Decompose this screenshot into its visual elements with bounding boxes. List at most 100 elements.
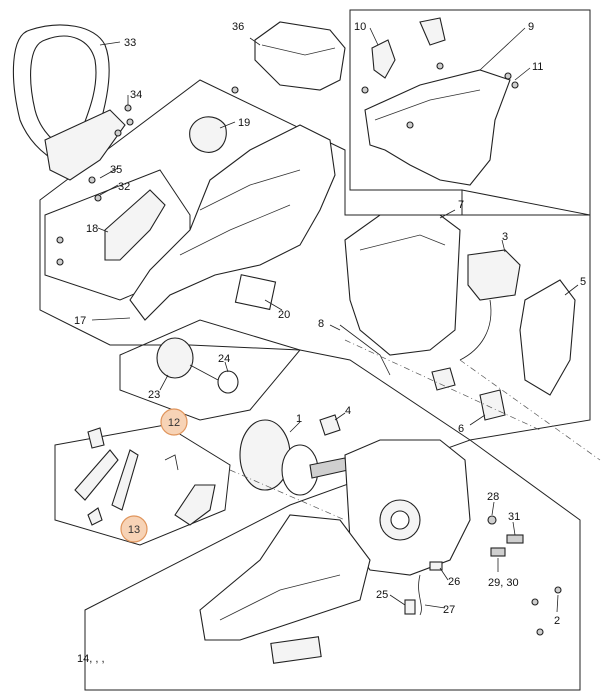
clip-10-part [371, 39, 396, 79]
assembly-line-1 [229, 469, 346, 521]
callout-31: 31 [508, 511, 520, 523]
callout-23: 23 [148, 389, 160, 401]
screw-2a-part [531, 598, 539, 606]
rear-housing-detail [374, 89, 481, 121]
connector-6b-part [431, 367, 456, 391]
callout-4: 4 [345, 405, 351, 417]
bottom-housing-part [199, 514, 371, 641]
throttle-spring-part [87, 507, 103, 526]
baffle-5-part [519, 279, 576, 396]
callout-29-30: 29, 30 [488, 577, 519, 589]
clip-10b-part [419, 17, 446, 46]
callout-28: 28 [487, 491, 499, 503]
screw-19-part [231, 86, 239, 94]
main-housing-rib-1 [179, 204, 291, 256]
fan-shroud-detail [359, 234, 446, 251]
group-frame-17 [39, 79, 591, 441]
callout-12-highlight[interactable]: 12 [160, 408, 188, 436]
assembly-line-3 [459, 359, 601, 461]
side-cover-18-part [104, 189, 166, 261]
callout-1: 1 [296, 413, 302, 425]
highlight-circle-12 [160, 408, 188, 436]
top-cover-part [254, 21, 346, 91]
warning-label-20-part [234, 274, 277, 311]
callout-7: 7 [458, 199, 464, 211]
callout-6: 6 [458, 423, 464, 435]
screw-9a-part [436, 62, 444, 70]
callout-13: 13 [128, 524, 140, 536]
highlight-circle-13 [120, 515, 148, 543]
callout-3: 3 [502, 231, 508, 243]
callout-9: 9 [528, 21, 534, 33]
bottom-housing-detail [219, 574, 341, 621]
fan-shroud-part [344, 214, 461, 356]
clip-4-part [319, 414, 341, 436]
callout-24: 24 [218, 353, 230, 365]
bolt-31-part [506, 534, 524, 544]
callout-25: 25 [376, 589, 388, 601]
bolt-29-part [490, 547, 506, 557]
callout-35: 35 [110, 164, 122, 176]
callout-11: 11 [532, 61, 543, 73]
oil-pump-23-part [156, 337, 194, 379]
assembly-line-2 [344, 339, 541, 431]
group-frame-14 [84, 439, 581, 691]
callout-2: 2 [554, 615, 560, 627]
screw-9c-part [406, 121, 414, 129]
callout-12: 12 [168, 417, 180, 429]
callout-14: 14, , , [77, 653, 105, 665]
callout-20: 20 [278, 309, 290, 321]
ignition-lead-part [459, 299, 492, 361]
callout-13-highlight[interactable]: 13 [120, 515, 148, 543]
callout-8: 8 [318, 318, 324, 330]
fitting-26-part [429, 561, 443, 571]
screw-11b-part [511, 81, 519, 89]
fitting-25-part [404, 599, 416, 615]
callout-26: 26 [448, 576, 460, 588]
connector-6-part [479, 389, 506, 421]
screw-9b-part [361, 86, 369, 94]
group-frame-23 [119, 319, 301, 421]
callout-5: 5 [580, 276, 586, 288]
flywheel-part [239, 419, 291, 491]
screw-34b-part [126, 118, 134, 126]
sleeve-28-part [487, 515, 497, 525]
throttle-interlock-part [174, 484, 216, 526]
callout-18: 18 [86, 223, 98, 235]
screw-34c-part [114, 129, 122, 137]
throttle-trigger-part [74, 449, 119, 501]
callout-19: 19 [238, 117, 250, 129]
callout-36: 36 [232, 21, 244, 33]
screw-32b-part [56, 258, 64, 266]
callout-33: 33 [124, 37, 136, 49]
handlebar-mount-part [44, 109, 126, 181]
screw-35-part [88, 176, 96, 184]
ignition-module-part [467, 249, 521, 301]
fuel-hose-27-part [418, 574, 422, 616]
screw-32a-part [56, 236, 64, 244]
main-housing-rib-2 [199, 169, 301, 211]
disc-19-part [189, 116, 227, 153]
screw-11a-part [504, 72, 512, 80]
top-cover-detail [261, 44, 336, 56]
throttle-rod-part [164, 454, 179, 471]
main-housing-part [129, 124, 336, 321]
rear-housing-part [364, 69, 511, 186]
callout-32: 32 [118, 181, 130, 193]
screw-34a-part [124, 104, 132, 112]
crankcase-bore-inner-part [390, 510, 410, 530]
callout-10: 10 [354, 21, 366, 33]
pump-shaft-part [189, 364, 219, 381]
throttle-clip-part [87, 427, 105, 449]
screw-32c-part [94, 194, 102, 202]
throttle-lever-part [111, 449, 139, 511]
o-ring-24-part [217, 370, 239, 394]
screw-2c-part [554, 586, 562, 594]
callout-27: 27 [443, 604, 455, 616]
wire-8-part [339, 324, 391, 376]
callout-34: 34 [130, 89, 142, 101]
callout-17: 17 [74, 315, 86, 327]
filter-pad-part [270, 636, 322, 664]
screw-2b-part [536, 628, 544, 636]
